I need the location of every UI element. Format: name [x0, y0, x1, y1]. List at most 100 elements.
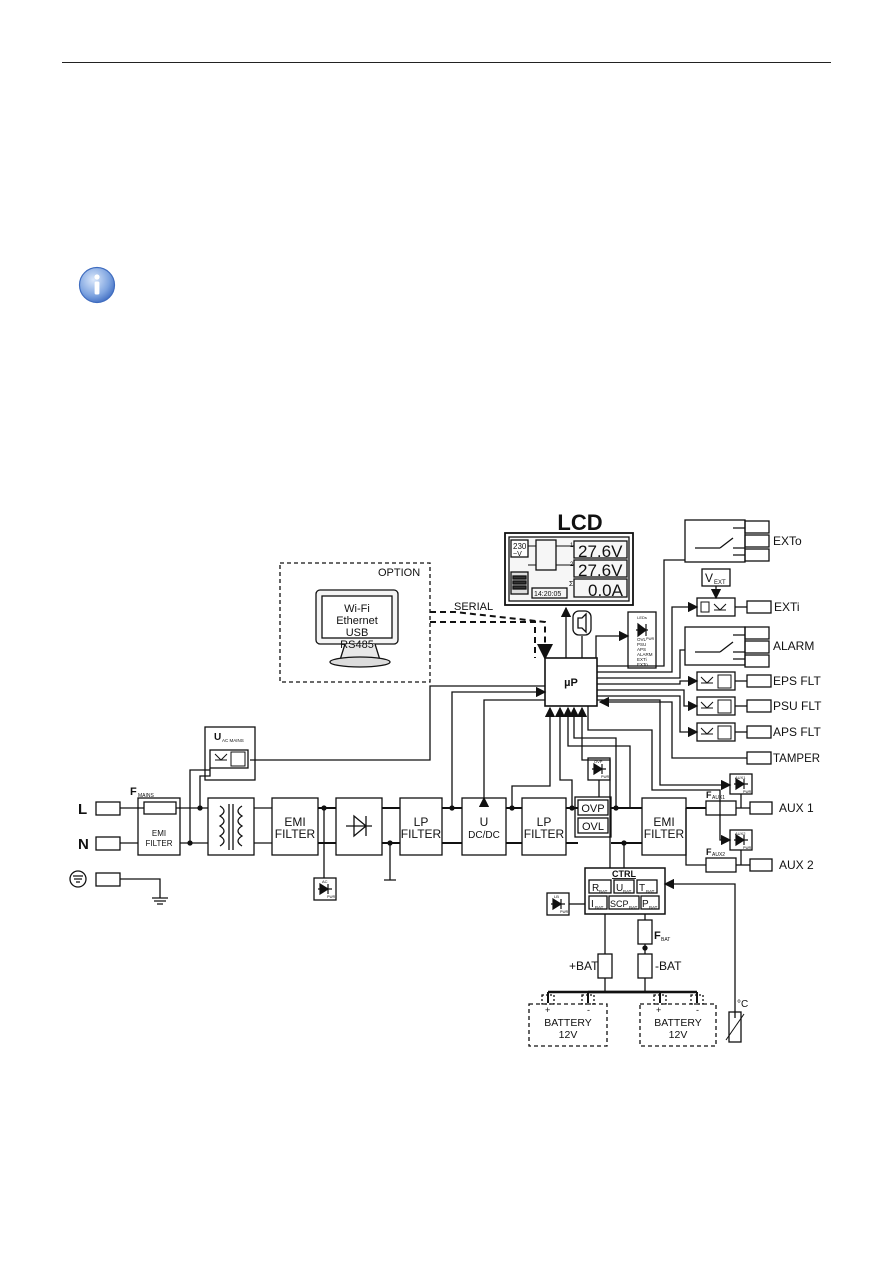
battery-1	[528, 1003, 608, 1047]
lcd-clock: 14:20:05	[534, 591, 561, 598]
terminal-n	[95, 836, 121, 851]
ctrl-t-sub: BAT	[646, 889, 655, 894]
emi1-line-2: FILTER	[275, 827, 316, 841]
serial-link	[430, 611, 553, 660]
led-sub-ac: PWR	[327, 895, 336, 899]
monitor-line-1: Wi-Fi	[344, 603, 370, 615]
label-exto: EXTo	[773, 534, 802, 548]
led-sub-aux1: PWR	[743, 790, 752, 794]
led-panel-item-6: EXTo	[637, 662, 648, 667]
label-n: N	[78, 836, 89, 853]
led-icon-ovp	[592, 762, 606, 776]
label-aux2-led: AUX2	[735, 831, 746, 836]
input-emi-line-2: FILTER	[146, 839, 173, 848]
mains-fuse	[143, 801, 177, 815]
bat2-line-2: 12V	[669, 1029, 688, 1041]
led-panel-item-4: ALARM	[637, 652, 653, 657]
label-tamper: TAMPER	[773, 753, 820, 765]
lcd-title: LCD	[557, 510, 602, 535]
label-uac-sub: AC MAINS	[222, 738, 244, 743]
lcd-sum: Σ	[569, 581, 574, 588]
label-l: L	[78, 801, 87, 818]
ac-led	[313, 877, 337, 901]
led-icon-aux1	[734, 777, 748, 791]
lcd-input-unit: ~V	[513, 551, 522, 558]
transformer	[207, 797, 255, 856]
led-sub-ctrl: PWR	[560, 910, 569, 914]
led-panel-item-1: OVL	[637, 637, 647, 642]
bat2-pol-minus: -	[696, 1005, 699, 1015]
label-eps-flt: EPS FLT	[773, 674, 821, 688]
ctrl-u-sub: BAT	[623, 889, 632, 894]
bat1-pol-minus: -	[587, 1005, 590, 1015]
dcdc-line-2: DC/DC	[468, 830, 500, 841]
serial-label: SERIAL	[454, 601, 493, 613]
lcd-ch1: 1	[570, 543, 574, 549]
lp2-line-1: LP	[537, 815, 552, 829]
monitor-line-3: USB	[346, 627, 369, 639]
ovp-label: OVP	[581, 803, 604, 815]
emi-filter-2	[641, 797, 687, 856]
ovl-label: OVL	[582, 821, 604, 833]
led-panel-item-3: APS	[637, 647, 646, 652]
label-fbat-sub: BAT	[661, 937, 670, 943]
lp1-line-1: LP	[414, 815, 429, 829]
ovl-block	[577, 817, 609, 834]
label-uac: U	[214, 732, 221, 743]
label-aux1-led: AUX1	[735, 775, 746, 780]
speaker-icon	[572, 610, 592, 636]
label-fuse-mains-sub: MAINS	[138, 793, 155, 799]
aux2-fuse	[705, 857, 737, 873]
ctrl-title: CTRL	[612, 869, 636, 879]
ctrl-p-sub: BAT	[649, 905, 658, 910]
microprocessor	[544, 657, 598, 707]
aux1-fuse	[705, 800, 737, 816]
led-panel-item-2: PSU	[637, 642, 646, 647]
lp-filter-1	[399, 797, 443, 856]
plus-bat-terminal	[597, 953, 613, 979]
terminal-earth	[95, 872, 121, 887]
lcd-reading-2: 27.6V	[578, 561, 623, 580]
lcd-ch2: 2	[570, 562, 574, 568]
ctrl-scp-sub: BAT	[629, 905, 638, 910]
emi1-line-1: EMI	[284, 815, 305, 829]
label-fuse-mains: F	[130, 786, 137, 798]
led-sub-panel: PWR	[646, 637, 655, 641]
input-emi-filter	[137, 797, 181, 856]
battery-fuse	[637, 919, 653, 945]
exti-optocoupler	[696, 597, 736, 617]
battery-controller	[584, 867, 666, 915]
label-minus-bat: -BAT	[655, 959, 682, 973]
bat2-line-1: BATTERY	[654, 1017, 701, 1029]
ctrl-r: R	[592, 883, 599, 894]
ctrl-r-sub: BAT	[599, 889, 608, 894]
ctrl-i-sub: BAT	[595, 905, 604, 910]
monitor-line-2: Ethernet	[336, 615, 378, 627]
label-aux1: AUX 1	[779, 801, 814, 815]
microprocessor-label: µP	[564, 677, 578, 689]
label-alarm: ALARM	[773, 639, 814, 653]
monitor-line-4: RS485	[340, 639, 374, 651]
led-sub-ovp: PWR	[601, 775, 610, 779]
label-f-aux2: F	[706, 847, 712, 857]
emi2-line-2: FILTER	[644, 827, 685, 841]
lcd-input-voltage: 230	[513, 542, 527, 551]
led-panel-title: LEDs	[637, 615, 647, 620]
label-ac-led: AC	[322, 879, 328, 884]
ctrl-p: P	[642, 899, 649, 910]
label-psu-flt: PSU FLT	[773, 699, 822, 713]
temperature-sensor	[728, 1011, 742, 1043]
earth-icon	[69, 870, 87, 888]
label-aux2: AUX 2	[779, 858, 814, 872]
ctrl-u: U	[616, 883, 623, 894]
led-icon-panel	[636, 622, 648, 638]
label-temp: °C	[737, 999, 748, 1010]
battery-2	[639, 1003, 717, 1047]
lcd-reading-3: 0.0A	[588, 581, 624, 600]
header-rule	[62, 62, 831, 63]
ctrl-scp: SCP	[610, 899, 629, 909]
input-emi-line-1: EMI	[152, 829, 166, 838]
label-aps-flt: APS FLT	[773, 725, 821, 739]
led-panel-item-5: EXTi	[637, 657, 647, 662]
